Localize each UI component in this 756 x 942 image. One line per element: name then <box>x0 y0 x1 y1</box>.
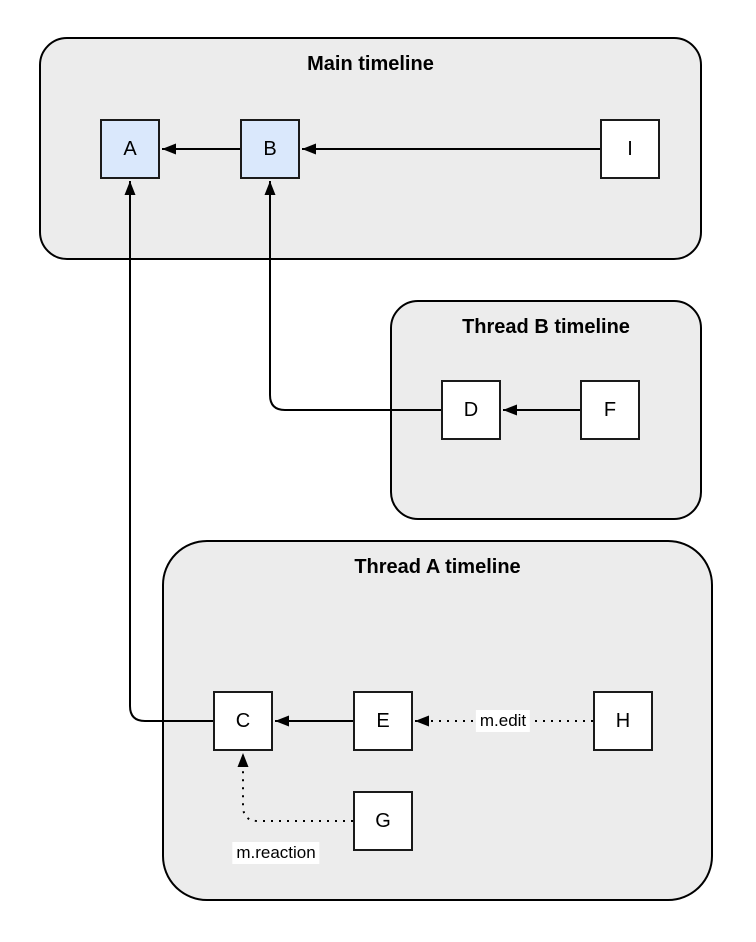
thread-b-timeline-title: Thread B timeline <box>462 316 630 338</box>
node-e: E <box>353 691 413 751</box>
container-thread-b-timeline: Thread B timeline <box>390 300 702 520</box>
node-a: A <box>100 119 160 179</box>
node-e-label: E <box>376 709 390 732</box>
node-b: B <box>240 119 300 179</box>
node-f: F <box>580 380 640 440</box>
node-f-label: F <box>603 398 617 421</box>
node-a-label: A <box>123 137 137 160</box>
node-c: C <box>213 691 273 751</box>
node-h: H <box>593 691 653 751</box>
node-b-label: B <box>263 137 277 160</box>
node-g: G <box>353 791 413 851</box>
thread-a-timeline-title: Thread A timeline <box>354 556 521 578</box>
node-d: D <box>441 380 501 440</box>
edge-label-m-reaction: m.reaction <box>232 842 320 864</box>
main-timeline-title: Main timeline <box>307 53 434 75</box>
node-i-label: I <box>627 137 633 160</box>
node-h-label: H <box>615 709 631 732</box>
edge-label-m-edit: m.edit <box>475 710 531 732</box>
node-g-label: G <box>375 809 391 832</box>
node-i: I <box>600 119 660 179</box>
node-c-label: C <box>235 709 251 732</box>
node-d-label: D <box>463 398 479 421</box>
